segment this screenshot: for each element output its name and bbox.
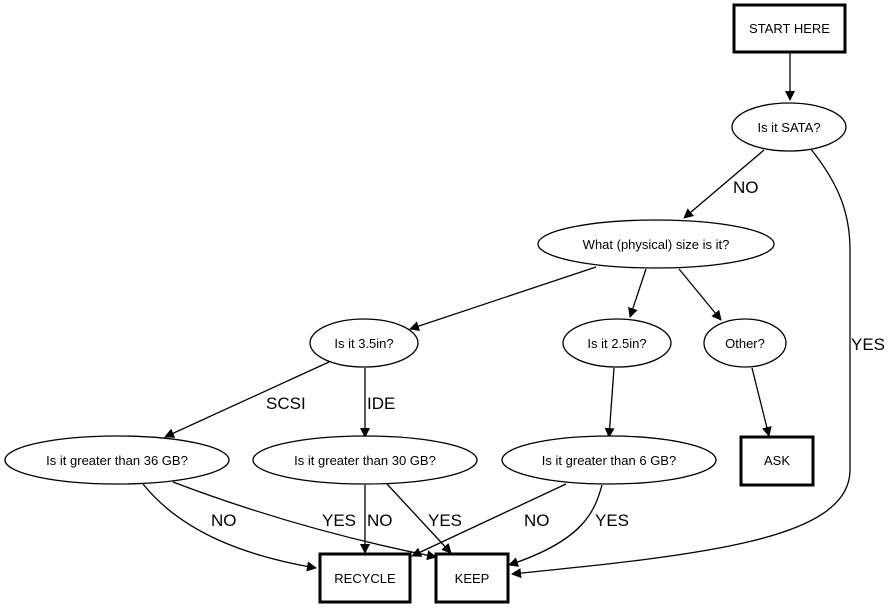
node-in25: Is it 2.5in? bbox=[562, 318, 672, 368]
edge-label-gt36-no: NO bbox=[211, 511, 237, 530]
gt30-ellipse bbox=[252, 435, 478, 485]
node-recycle: RECYCLE bbox=[318, 552, 412, 604]
edge-gt6-recycle bbox=[411, 483, 567, 557]
edge-label-ide: IDE bbox=[367, 394, 395, 413]
edge-other-ask bbox=[751, 367, 772, 437]
edge-label-sata-yes: YES bbox=[851, 335, 885, 354]
gt36-label: Is it greater than 36 GB? bbox=[46, 453, 188, 468]
in25-ellipse bbox=[562, 318, 672, 368]
node-sata: Is it SATA? bbox=[731, 102, 847, 152]
edge-size-other bbox=[678, 268, 722, 321]
gt30-label: Is it greater than 30 GB? bbox=[294, 453, 436, 468]
start-label: START HERE bbox=[749, 21, 830, 36]
edge-gt6-keep bbox=[508, 484, 603, 567]
edge-label-scsi: SCSI bbox=[266, 394, 306, 413]
node-gt6: Is it greater than 6 GB? bbox=[501, 435, 717, 485]
node-start: START HERE bbox=[732, 3, 847, 54]
node-other: Other? bbox=[703, 318, 787, 368]
node-in35: Is it 3.5in? bbox=[309, 318, 419, 368]
size-ellipse bbox=[537, 219, 775, 269]
edge-label-gt6-yes: YES bbox=[595, 511, 629, 530]
other-ellipse bbox=[703, 318, 787, 368]
node-gt36: Is it greater than 36 GB? bbox=[4, 435, 230, 485]
node-ask: ASK bbox=[739, 435, 815, 487]
sata-ellipse bbox=[731, 102, 847, 152]
node-keep: KEEP bbox=[434, 552, 510, 604]
gt36-ellipse bbox=[4, 435, 230, 485]
edge-labels: NO YES SCSI IDE NO YES NO YES NO YES bbox=[211, 178, 885, 530]
keep-box bbox=[434, 552, 510, 604]
edge-label-gt30-yes: YES bbox=[428, 511, 462, 530]
edge-in35-gt36 bbox=[164, 361, 330, 438]
ask-box bbox=[739, 435, 815, 487]
gt6-ellipse bbox=[501, 435, 717, 485]
recycle-label: RECYCLE bbox=[334, 571, 396, 586]
edge-label-gt30-no: NO bbox=[367, 511, 393, 530]
edge-gt36-recycle bbox=[142, 483, 317, 572]
edge-size-in35 bbox=[409, 266, 597, 331]
edge-size-in25 bbox=[628, 268, 647, 318]
edge-sata-keep bbox=[511, 147, 851, 579]
other-label: Other? bbox=[725, 336, 765, 351]
start-box bbox=[732, 3, 847, 54]
edge-gt36-keep bbox=[172, 481, 437, 561]
in35-label: Is it 3.5in? bbox=[334, 336, 393, 351]
edge-in25-gt6 bbox=[604, 367, 615, 438]
edge-label-gt36-yes: YES bbox=[322, 511, 356, 530]
edge-sata-size bbox=[683, 149, 765, 219]
sata-label: Is it SATA? bbox=[757, 120, 820, 135]
size-label: What (physical) size is it? bbox=[583, 237, 730, 252]
node-size: What (physical) size is it? bbox=[537, 219, 775, 269]
edges bbox=[142, 52, 851, 579]
gt6-label: Is it greater than 6 GB? bbox=[542, 453, 676, 468]
keep-label: KEEP bbox=[455, 571, 490, 586]
edge-gt30-keep bbox=[386, 483, 452, 554]
recycle-box bbox=[318, 552, 412, 604]
edge-label-gt6-no: NO bbox=[524, 511, 550, 530]
in35-ellipse bbox=[309, 318, 419, 368]
edge-label-sata-no: NO bbox=[733, 178, 759, 197]
ask-label: ASK bbox=[764, 453, 790, 468]
in25-label: Is it 2.5in? bbox=[587, 336, 646, 351]
node-gt30: Is it greater than 30 GB? bbox=[252, 435, 478, 485]
